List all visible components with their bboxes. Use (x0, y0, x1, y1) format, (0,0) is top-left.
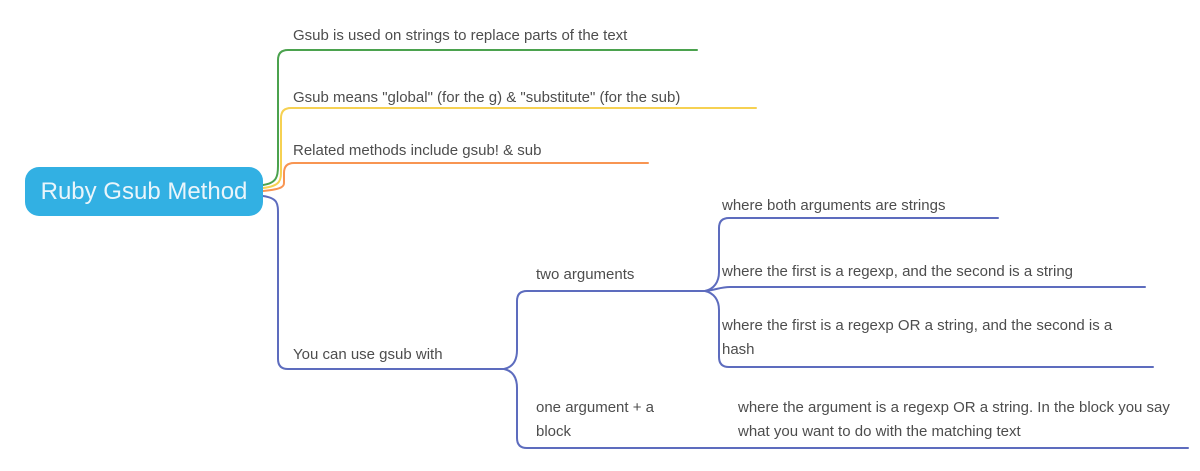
node-first-regexp-second-string[interactable]: where the first is a regexp, and the sec… (722, 263, 1074, 280)
node-gsub-means-global-substitute[interactable]: Gsub means "global" (for the g) & "subst… (293, 89, 681, 106)
node-gsub-used-on-strings[interactable]: Gsub is used on strings to replace parts… (293, 27, 628, 44)
connector-one-argument-block (503, 368, 713, 449)
connector-regexp-or-string-hash (704, 290, 1154, 368)
connector-branch-strings (262, 49, 698, 186)
root-node-ruby-gsub-method[interactable]: Ruby Gsub Method (25, 167, 263, 216)
connector-branch-use-gsub-with (262, 195, 505, 370)
connector-regexp-string (704, 286, 1146, 292)
connector-branch-related-methods (262, 162, 649, 192)
node-two-arguments[interactable]: two arguments (536, 266, 635, 283)
node-related-methods[interactable]: Related methods include gsub! & sub (293, 142, 542, 159)
node-you-can-use-gsub-with[interactable]: You can use gsub with (293, 346, 443, 363)
node-both-arguments-strings[interactable]: where both arguments are strings (722, 197, 946, 214)
connector-both-strings (704, 217, 999, 292)
node-argument-regexp-or-string-block[interactable]: where the argument is a regexp OR a stri… (738, 399, 1170, 440)
node-first-regexp-or-string-second-hash[interactable]: where the first is a regexp OR a string,… (722, 317, 1113, 358)
connector-two-arguments (503, 290, 706, 370)
connector-branch-global-substitute (262, 107, 757, 189)
node-one-argument-block[interactable]: one argument + a block (536, 399, 655, 440)
